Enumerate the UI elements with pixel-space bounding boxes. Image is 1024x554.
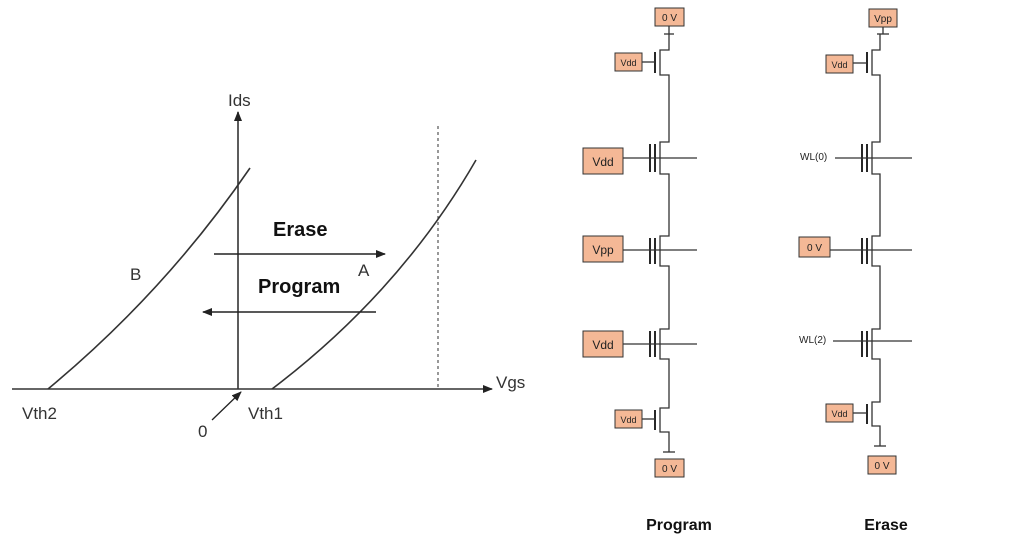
erase-bottom-terminal: 0 V [867, 455, 897, 475]
erase-bottom-select-gate: Vdd [825, 403, 854, 423]
vth1-label: Vth1 [248, 404, 283, 423]
svg-text:Vdd: Vdd [592, 155, 613, 169]
svg-text:Vpp: Vpp [874, 14, 892, 25]
erase-top-select-gate: Vdd [825, 54, 854, 74]
erase-caption: Erase [864, 517, 908, 534]
curve-a [271, 159, 477, 390]
origin-pointer-arrow [211, 391, 242, 421]
svg-text:Vdd: Vdd [620, 415, 636, 425]
svg-text:Vdd: Vdd [620, 58, 636, 68]
erase-wl0-label: WL(0) [800, 152, 827, 163]
curve-a-label: A [358, 261, 370, 280]
svg-text:Vdd: Vdd [831, 409, 847, 419]
ids-axis-label: Ids [228, 91, 251, 110]
ids-vgs-graph: Ids Vgs B A Erase Program 0 Vth1 Vth2 [12, 91, 525, 441]
curve-b-label: B [130, 265, 141, 284]
erase-wl1-voltage: 0 V [798, 236, 831, 258]
program-label: Program [258, 276, 340, 298]
program-top-terminal: 0 V [654, 7, 685, 27]
vgs-axis-label: Vgs [496, 373, 525, 392]
vth2-label: Vth2 [22, 404, 57, 423]
program-wl1-voltage: Vpp [582, 235, 624, 263]
svg-text:0 V: 0 V [874, 461, 889, 472]
erase-label: Erase [273, 219, 328, 241]
svg-text:Vdd: Vdd [831, 60, 847, 70]
erase-wl2-label: WL(2) [799, 335, 826, 346]
program-wl0-voltage: Vdd [582, 147, 624, 175]
svg-text:Vdd: Vdd [592, 338, 613, 352]
program-caption: Program [646, 517, 712, 534]
program-wl2-voltage: Vdd [582, 330, 624, 358]
origin-label: 0 [198, 422, 207, 441]
svg-text:0 V: 0 V [662, 13, 677, 24]
curve-b [47, 167, 251, 390]
program-bottom-terminal: 0 V [654, 458, 685, 478]
program-top-select-gate: Vdd [614, 52, 643, 72]
erase-nand-string: Vpp Vdd WL(0) 0 V WL(2) [798, 8, 912, 534]
erase-top-terminal: Vpp [868, 8, 898, 28]
program-bottom-select-gate: Vdd [614, 409, 643, 429]
svg-text:0 V: 0 V [807, 243, 822, 254]
svg-text:Vpp: Vpp [592, 243, 614, 257]
program-nand-string: 0 V Vdd Vdd Vpp [582, 7, 712, 534]
svg-text:0 V: 0 V [662, 464, 677, 475]
